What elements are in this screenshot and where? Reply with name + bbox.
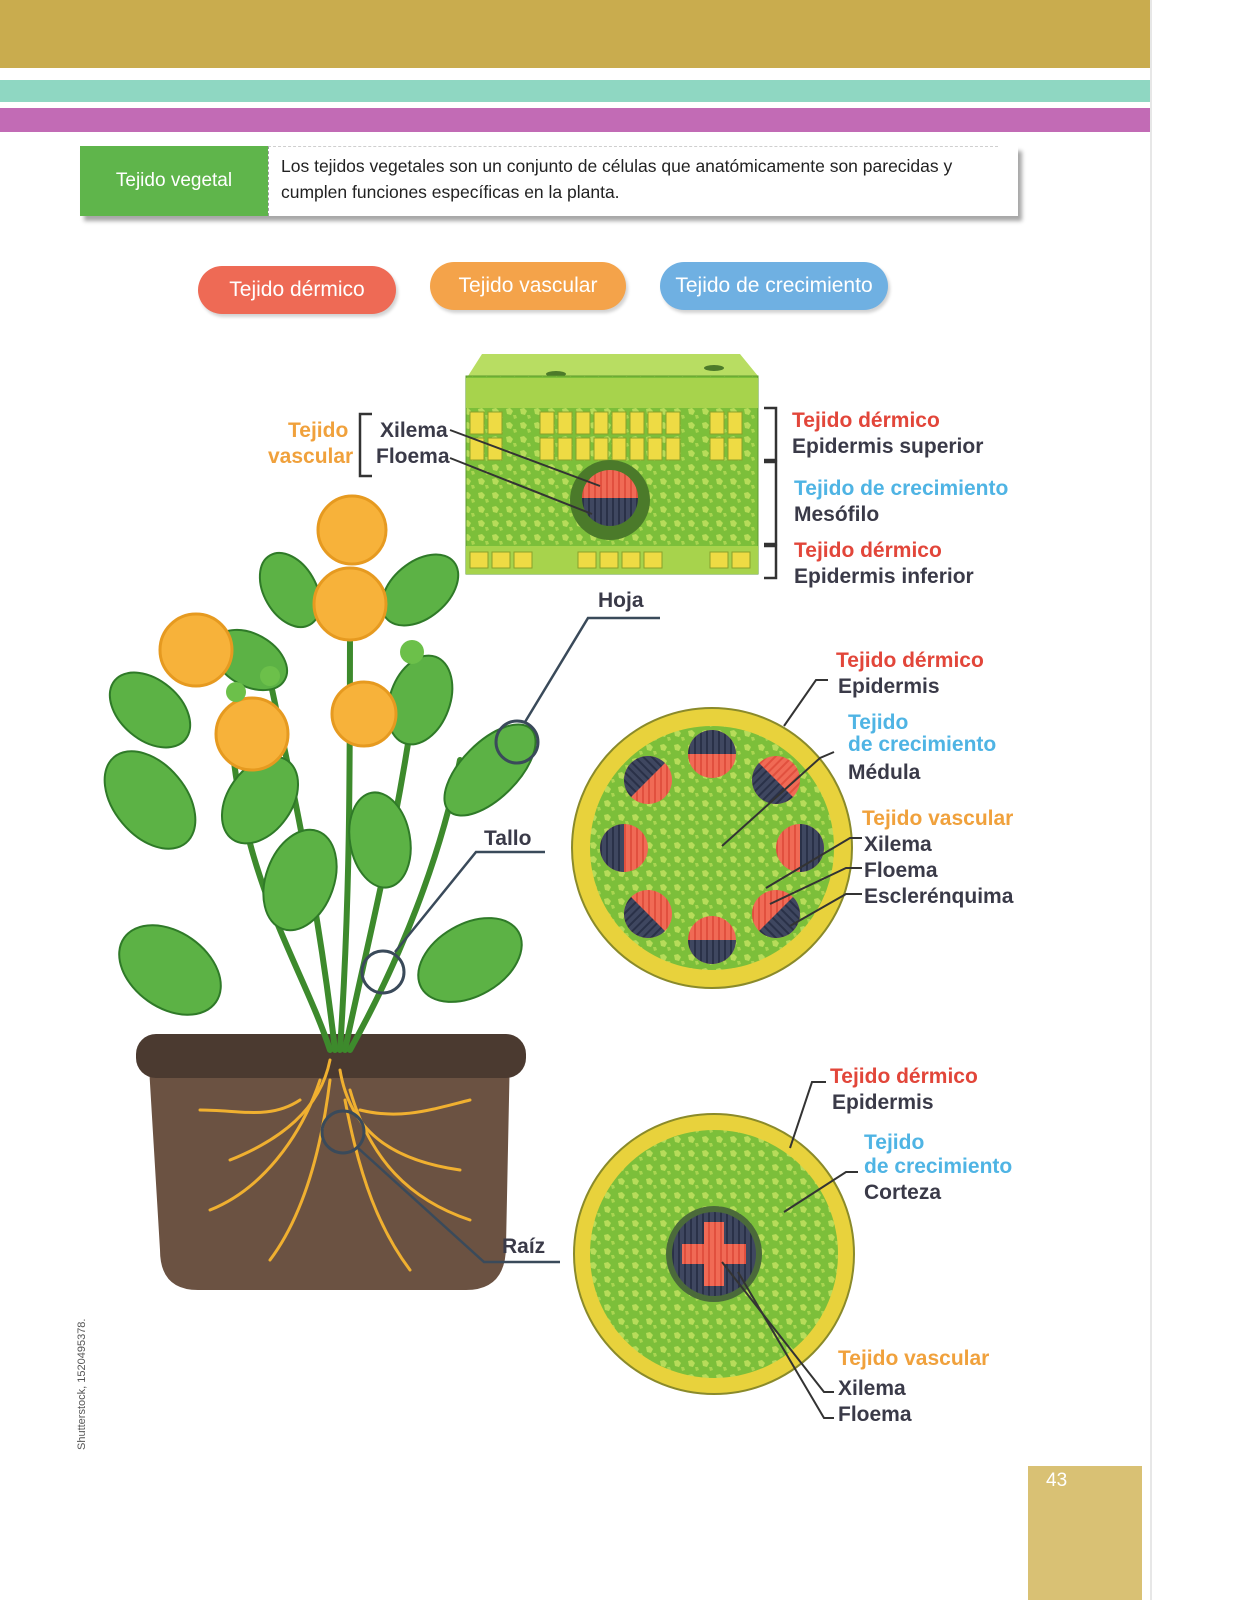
leaf-floema: Floema (376, 445, 450, 468)
header-magenta-stripe (0, 108, 1152, 132)
stem-vascular-tissue: Tejido vascular (862, 807, 1014, 830)
leaf-vascular-heading-2: vascular (268, 445, 354, 468)
leaf-bottom-tissue: Tejido dérmico (794, 539, 942, 562)
root-dermal-tissue: Tejido dérmico (830, 1065, 978, 1088)
legend-vascular: Tejido vascular (430, 262, 626, 310)
stem-dermal-tissue: Tejido dérmico (836, 649, 984, 672)
root-floema: Floema (838, 1403, 912, 1426)
root-vascular-tissue: Tejido vascular (838, 1347, 990, 1370)
raiz-label: Raíz (502, 1235, 546, 1258)
stem-growth-name: Médula (848, 761, 921, 784)
leaf-top-name: Epidermis superior (792, 435, 984, 458)
leaf-xilema: Xilema (380, 419, 448, 442)
definition-text: Los tejidos vegetales son un conjunto de… (268, 146, 998, 216)
legend-dermico: Tejido dérmico (198, 266, 396, 314)
vascular-bundles (600, 730, 824, 964)
stem-growth-tissue-1: Tejido (848, 711, 909, 734)
root-dermal-name: Epidermis (832, 1091, 934, 1114)
root-growth-name: Corteza (864, 1181, 942, 1204)
leaf-mid-tissue: Tejido de crecimiento (794, 477, 1009, 500)
stem-esclerenquima: Esclerénquima (864, 885, 1014, 908)
leaf-section (358, 354, 778, 580)
root-xilema: Xilema (838, 1377, 906, 1400)
hoja-label: Hoja (598, 589, 644, 612)
tallo-label: Tallo (484, 827, 532, 850)
root-section (573, 1081, 858, 1419)
leaf-bottom-name: Epidermis inferior (794, 565, 974, 588)
stem-xilema: Xilema (864, 833, 932, 856)
image-credit: Shutterstock, 1520495378. (76, 1318, 88, 1450)
stem-dermal-name: Epidermis (838, 675, 940, 698)
page-edge (1150, 0, 1152, 1600)
stem-growth-tissue-2: de crecimiento (848, 733, 997, 756)
header-gold-band (0, 0, 1152, 68)
page-number-tab (1028, 1466, 1142, 1600)
stem-floema: Floema (864, 859, 938, 882)
header-teal-stripe (0, 80, 1152, 102)
leaf-mid-name: Mesófilo (794, 503, 880, 526)
plant-tissue-diagram (103, 354, 862, 1419)
potted-plant (103, 494, 660, 1290)
root-growth-tissue-2: de crecimiento (864, 1155, 1013, 1178)
root-growth-tissue-1: Tejido (864, 1131, 925, 1154)
leaf-vascular-heading-1: Tejido (288, 419, 349, 442)
definition-box: Tejido vegetal Los tejidos vegetales son… (80, 146, 1018, 216)
legend-crecimiento: Tejido de crecimiento (660, 262, 888, 310)
stem-section (571, 679, 862, 989)
page-number: 43 (1046, 1470, 1068, 1491)
definition-term: Tejido vegetal (80, 146, 268, 216)
leaf-top-tissue: Tejido dérmico (792, 409, 940, 432)
